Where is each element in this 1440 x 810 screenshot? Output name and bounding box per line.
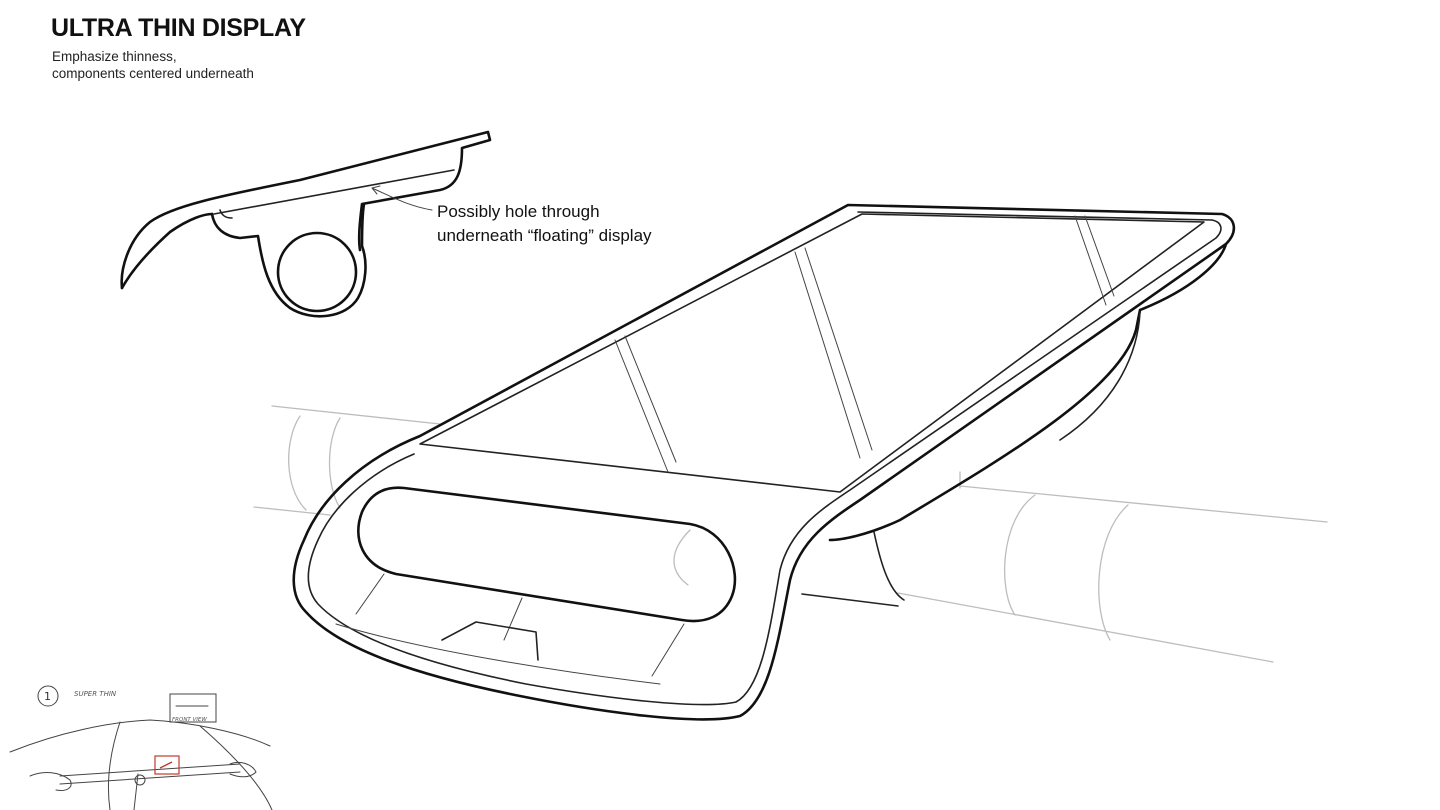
subtitle-line-2: components centered underneath — [52, 66, 254, 81]
front-view-box — [169, 693, 217, 723]
callout-line-2: underneath “floating” display — [437, 226, 652, 245]
step-circle — [37, 685, 59, 707]
display-device-sketch — [292, 203, 1236, 721]
handlebar-sketch — [253, 405, 1328, 663]
step-number: 1 — [44, 690, 51, 703]
mini-display-highlight — [154, 755, 180, 775]
thumbnail-sketch: 1 SUPER THIN FRONT VIEW — [9, 685, 273, 810]
page-title: ULTRA THIN DISPLAY — [51, 14, 306, 42]
subtitle-line-1: Emphasize thinness, — [52, 49, 177, 64]
callout-note: Possibly hole through underneath “floati… — [437, 200, 652, 248]
front-view-label: FRONT VIEW — [172, 717, 207, 723]
side-view-sketch — [120, 130, 492, 318]
thumbnail-note: SUPER THIN — [74, 690, 117, 698]
callout-line-1: Possibly hole through — [437, 202, 600, 221]
page-subtitle: Emphasize thinness, components centered … — [52, 48, 254, 82]
